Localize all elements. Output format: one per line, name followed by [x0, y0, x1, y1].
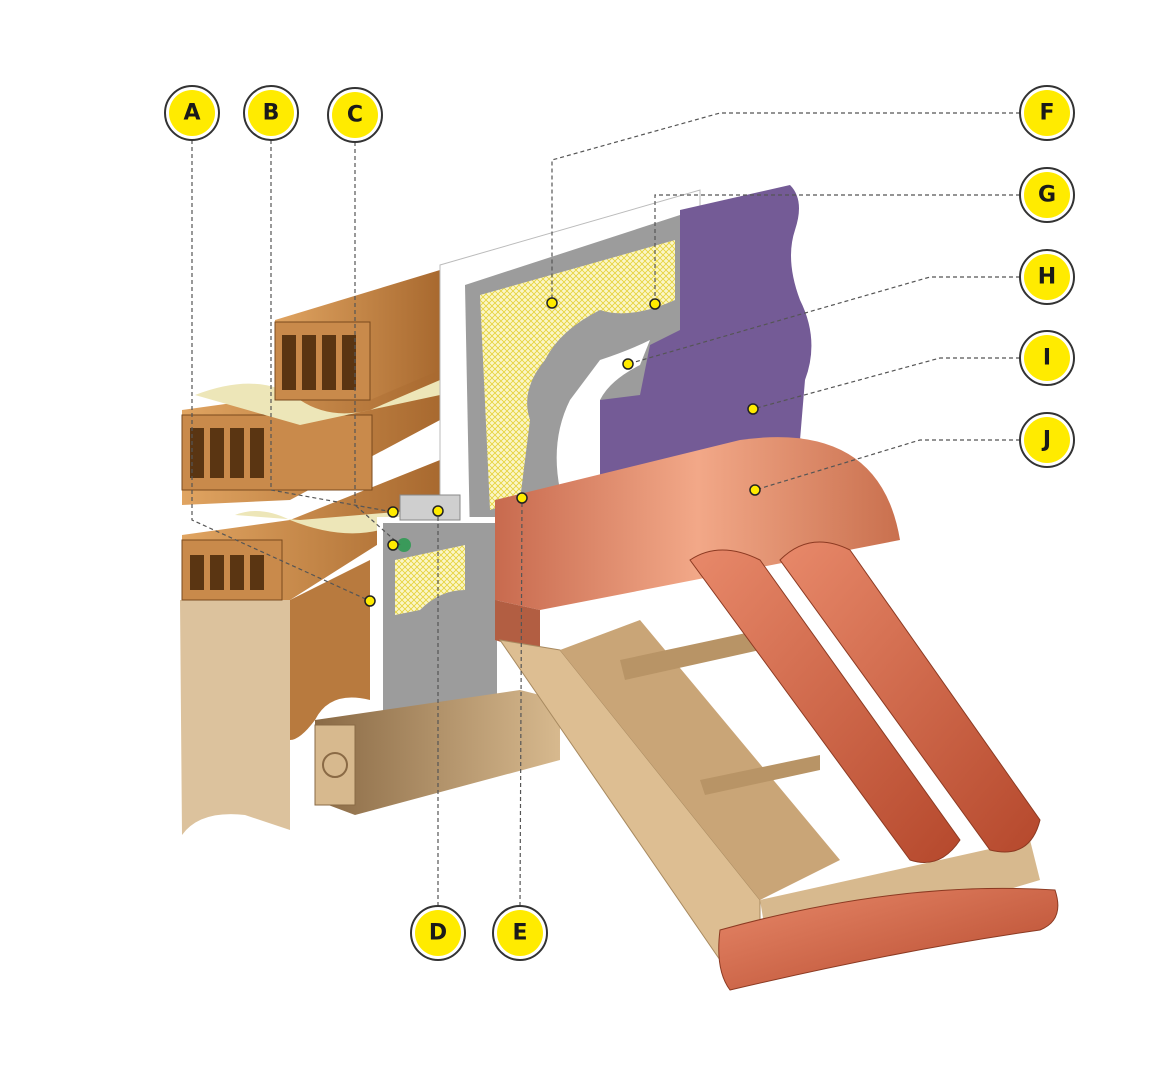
svg-text:H: H [1038, 265, 1056, 290]
leader-lines [191, 112, 1020, 907]
callout-i: I [1019, 330, 1075, 386]
callout-g: G [1019, 167, 1075, 223]
svg-text:C: C [347, 103, 363, 128]
svg-text:I: I [1043, 346, 1051, 371]
flashing [495, 437, 900, 610]
roof-tiles [689, 541, 1059, 991]
svg-text:B: B [263, 101, 280, 126]
callout-d: D [410, 905, 466, 961]
wall-plaster [180, 560, 370, 835]
callout-b: B [243, 85, 299, 141]
svg-text:E: E [512, 921, 527, 946]
svg-text:J: J [1041, 428, 1051, 453]
svg-text:F: F [1039, 101, 1054, 126]
callout-a: A [164, 85, 220, 141]
waterproof-membrane [600, 185, 812, 490]
target-dots [364, 297, 761, 607]
svg-text:G: G [1038, 183, 1056, 208]
brick-masonry [181, 270, 440, 601]
svg-text:A: A [183, 101, 200, 126]
callout-h: H [1019, 249, 1075, 305]
callout-f: F [1019, 85, 1075, 141]
callout-e: E [492, 905, 548, 961]
svg-text:D: D [429, 921, 447, 946]
callout-j: J [1019, 412, 1075, 468]
callout-c: C [327, 87, 383, 143]
